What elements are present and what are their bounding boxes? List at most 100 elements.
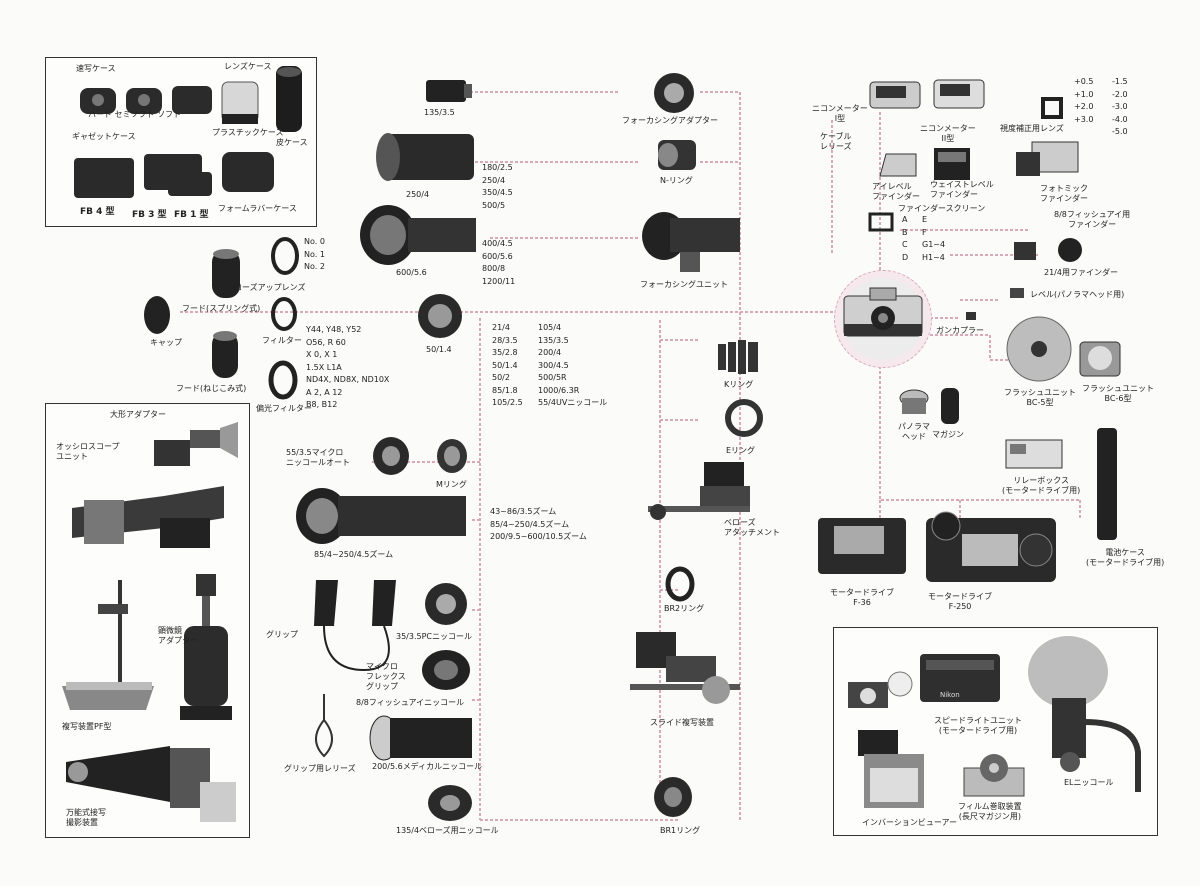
telephoto-list: 180/2.5 250/4 350/4.5 500/5 [482,163,513,210]
lens-list-b: 105/4 135/3.5 200/4 300/4.5 500/5R 1000/… [538,323,608,407]
battery-case-image [1097,428,1117,540]
grip-image [314,580,396,672]
eyepiece-image [1041,97,1063,119]
inversion-viewer-image [858,730,924,808]
motor-f250-label: モータードライブ F-250 [928,592,992,611]
focusing-screen-label: ファインダースクリーン [898,204,986,213]
lens-50-image [418,294,462,338]
cable-release-label: ケーブル レリーズ [820,132,852,151]
filter-list: Y44, Y48, Y52 O56, R 60 X 0, X 1 1.5X L1… [306,325,390,409]
speedlight-pack-image [920,654,1000,702]
pc-nikkor-image [425,583,467,625]
closeup-no-list: No. 0 No. 1 No. 2 [304,237,325,271]
fisheye-image [422,650,470,690]
hood-spring-label: フード(スプリング式) [182,304,261,313]
speedlight-label: スピードライトユニット (モータードライブ用) [934,716,1022,735]
slide-copy-label: スライド複写装置 [650,718,714,727]
gun-adapter-label: ガンカプラー [936,326,984,335]
grip-label: グリップ [266,630,298,639]
pc-nikkor-label: 35/3.5PCニッコール [396,632,473,641]
e-ring-label: Eリング [726,446,756,455]
plastic-lens-case-image [221,81,259,124]
zoom-85-label: 85/4~250/4.5ズーム [314,550,394,559]
relay-box-image [1005,439,1063,469]
motor-f250-image [926,511,1056,582]
el-nikkor-image [1028,636,1141,792]
bellows-nikkor-image [428,785,472,821]
k-ring-image [718,340,758,374]
case-label: 速写ケース [76,64,116,73]
photomic-label: フォトミック ファインダー [1040,184,1088,203]
line-hub-down [879,366,1080,501]
focusing-unit-label: フォーカシングユニット [640,280,728,289]
medical-label: 200/5.6メディカルニッコール [372,762,483,771]
flash-bc6-label: フラッシュユニット BC-6型 [1082,384,1154,403]
magazine-label: マガジン [932,430,964,439]
fb3-label: FB 3 型 [132,210,167,220]
fisheye-finder-label: 8/8フィッシュアイ用 ファインダー [1054,210,1131,229]
hood-spring-image [212,249,240,298]
zoom-85-image [296,488,466,544]
n-ring-image [658,140,696,170]
br2-ring-image [665,566,695,602]
universal-copy-image [66,746,236,822]
micro-55-image [373,437,409,475]
medical-nikkor-image [369,715,472,761]
scientific-box: 大形アダプター オッシロスコープ ユニット 顕微鏡 アダプター 複写装置PF型 … [45,403,250,838]
closeup-lens-label: クローズアップレンズ [226,283,306,292]
screen-list-a: A B C D [902,215,909,262]
bx-adapter-label: 大形アダプター [110,410,166,419]
focusing-adapter-label: フォーカシングアダプター [622,116,718,125]
waist-level-label: ウェイストレベル ファインダー [930,180,994,199]
copy-stand-image [62,580,154,710]
hood-screw-label: フード(ねじこみ式) [176,384,247,393]
inversion-label: インバーションビューアー [862,818,958,827]
focusing-adapter-image [654,73,694,113]
diopter-list-a: +0.5 +1.0 +2.0 +3.0 [1074,77,1094,124]
panorama-label: パノラマ ヘッド [898,422,930,441]
m-ring-label: Mリング [436,480,467,489]
closeup-lens-image [271,237,299,275]
motor-f36-label: モータードライブ F-36 [830,588,894,607]
lens-50-label: 50/1.4 [426,345,452,354]
br1-label: BR1リング [660,826,701,835]
fb1-label: FB 1 型 [174,210,209,220]
eyepiece-label: 視度補正用レンズ [1000,124,1064,133]
long-tele-list: 400/4.5 600/5.6 800/8 1200/11 [482,239,516,286]
motor-f36-image [818,518,906,574]
fisheye-label: 8/8フィッシュアイニッコール [356,698,465,707]
nikon-brand-label: Nikon [940,691,960,699]
photomic-finder-image [1016,141,1079,176]
lens-250-label: 250/4 [406,190,430,199]
bellows-nikkor-label: 135/4ベローズ用ニッコール [396,826,499,835]
nikon-meter-2-label: ニコンメーター II型 [920,124,976,143]
fb4-label: FB 4 型 [80,207,115,217]
oscilloscope-label: オッシロスコープ ユニット [56,442,120,461]
leather-lens-case-image [276,66,302,132]
finder-21-label: 21/4用ファインダー [1044,268,1118,277]
slide-copy-image [630,632,740,704]
bx-adapter-image [154,422,238,466]
lens-list-a: 21/4 28/3.5 35/2.8 50/1.4 50/2 85/1.8 10… [492,323,523,407]
eyelevel-finder-image [879,153,917,177]
level-image [1010,288,1024,298]
microscope-label: 顕微鏡 アダプター [158,626,198,645]
gun-adapter-image [966,312,976,320]
grip-release-image [315,694,333,758]
cases-box: 速写ケース ハード セミソフト ソフト レンズケース ギャゼットケース プラスチ… [45,57,317,227]
zoom-list: 43~86/3.5ズーム 85/4~250/4.5ズーム 200/9.5~600… [490,507,587,541]
lens-250-image [376,133,474,181]
flash-bc6-image [1079,341,1121,377]
m-ring-image [437,439,467,473]
flash-bc5-label: フラッシュユニット BC-5型 [1004,388,1076,407]
camera-body-image [843,287,923,337]
nikon-meter-2-image [933,79,985,109]
speedlight-camera-image [848,671,913,708]
oscilloscope-image [72,486,224,548]
former-case-label: フォームラバーケース [218,204,297,213]
lens-case-label: レンズケース [224,62,272,71]
waist-level-finder-image [934,148,970,180]
flash-bc5-image [1006,316,1072,382]
hood-screw-image [212,331,238,378]
polarizer-image [268,360,298,400]
